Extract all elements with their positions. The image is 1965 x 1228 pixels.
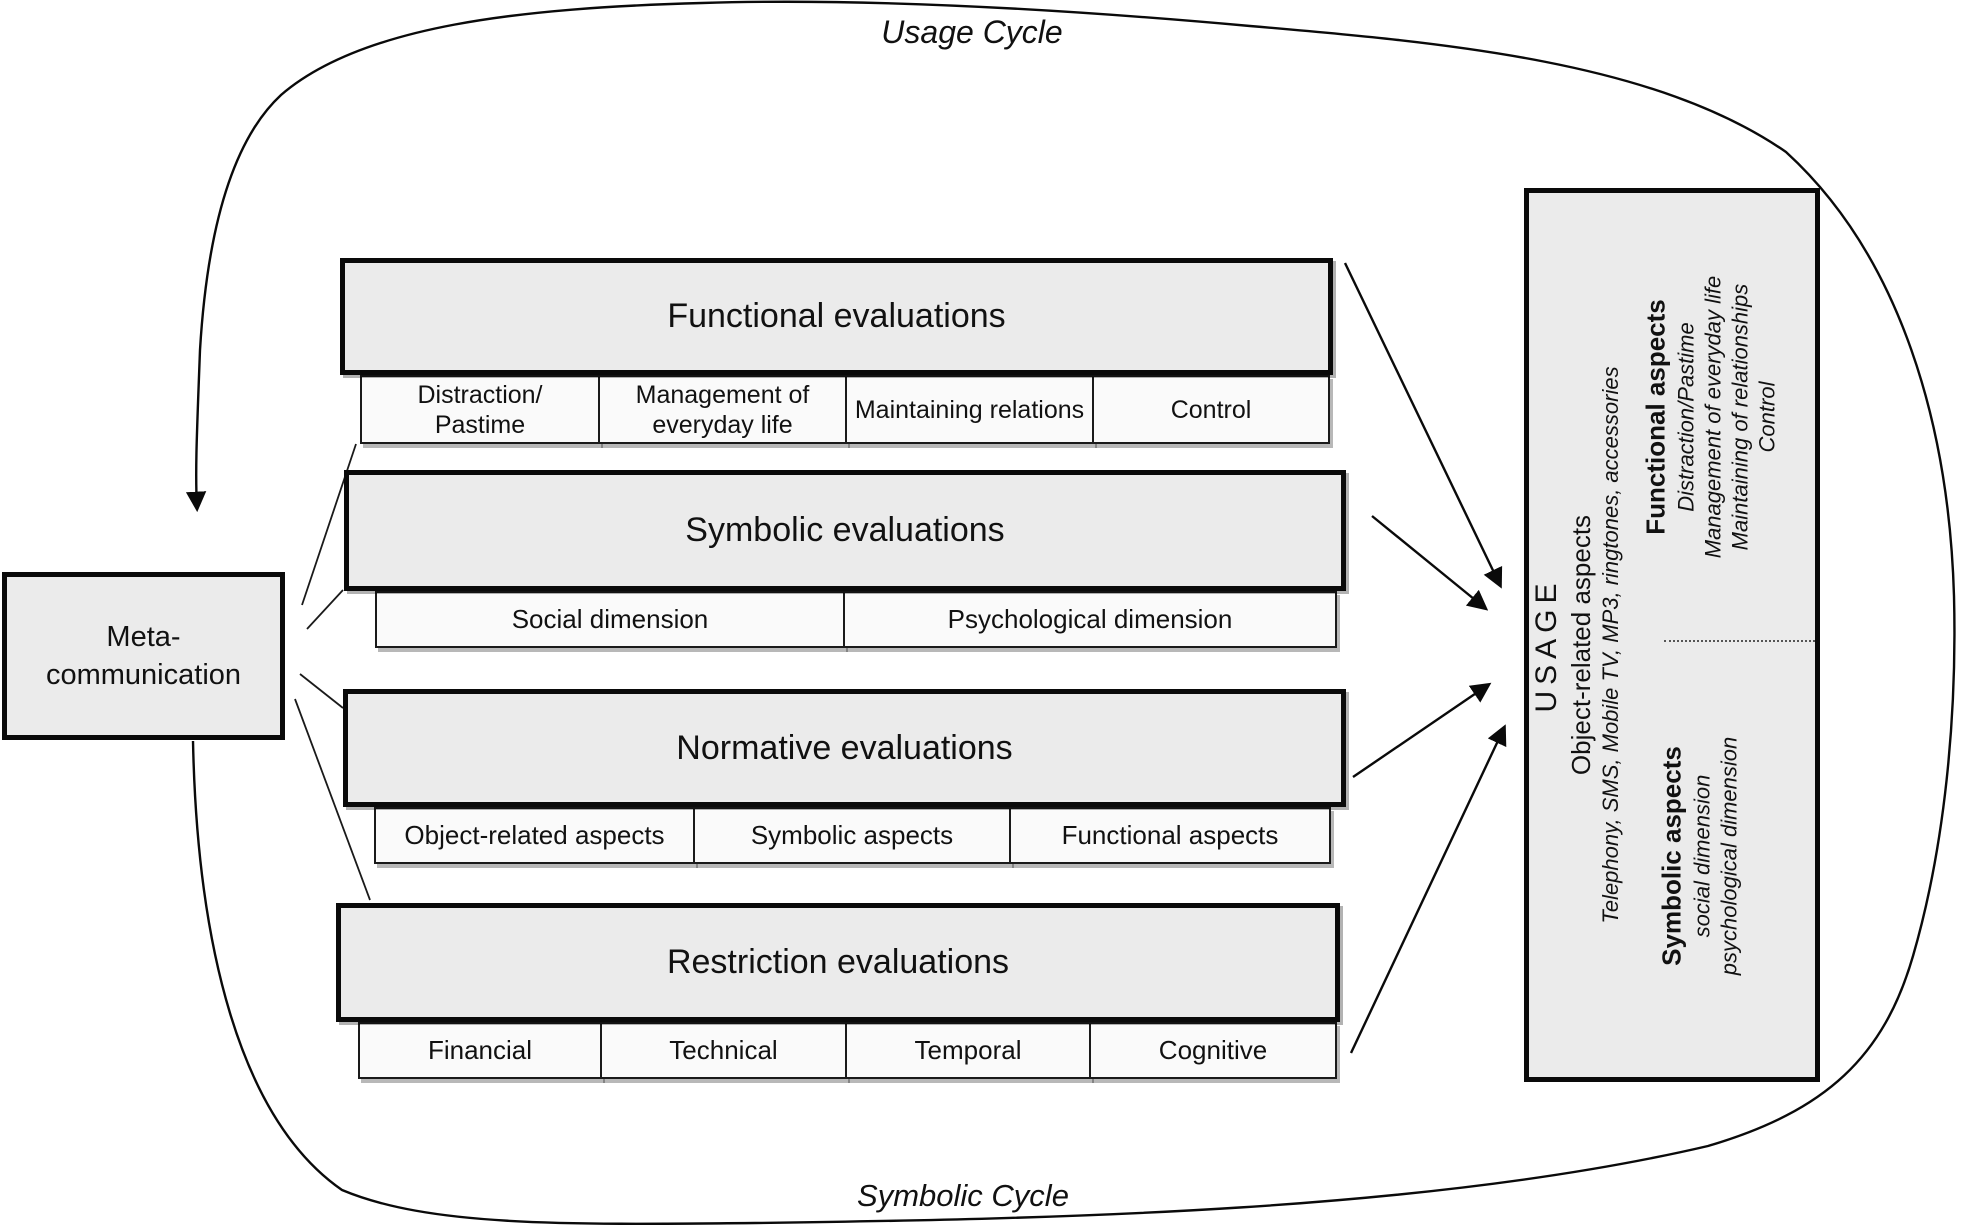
arrow-normative-to-usage bbox=[1352, 682, 1492, 778]
restriction-item-technical: Technical bbox=[600, 1022, 847, 1079]
usage-functional-item-distraction: Distraction/Pastime bbox=[1673, 322, 1699, 512]
usage-title: USAGE bbox=[1530, 577, 1563, 713]
meta-connector-normative bbox=[299, 673, 344, 709]
functional-item-maintaining-relations: Maintaining relations bbox=[845, 375, 1094, 444]
arrow-restriction-to-usage bbox=[1349, 724, 1507, 1054]
restriction-evaluations-title: Restriction evaluations bbox=[666, 943, 1010, 981]
symbolic-cycle-label: Symbolic Cycle bbox=[857, 1178, 1069, 1213]
usage-functional-aspects-heading: Functional aspects bbox=[1640, 299, 1671, 535]
usage-object-detail: Telephony, SMS, Mobile TV, MP3, ringtone… bbox=[1598, 366, 1623, 924]
usage-functional-aspects-group: Functional aspects Distraction/Pastime M… bbox=[1640, 276, 1781, 559]
normative-item-object-related-aspects: Object-related aspects bbox=[374, 807, 695, 864]
symbolic-item-psychological-dimension: Psychological dimension bbox=[843, 591, 1337, 648]
usage-functional-item-control: Control bbox=[1754, 381, 1780, 453]
restriction-evaluations-box: Restriction evaluations bbox=[336, 903, 1340, 1022]
restriction-item-financial: Financial bbox=[358, 1022, 602, 1079]
normative-item-symbolic-aspects: Symbolic aspects bbox=[693, 807, 1011, 864]
symbolic-evaluations-title: Symbolic evaluations bbox=[685, 511, 1005, 549]
restriction-item-temporal: Temporal bbox=[845, 1022, 1091, 1079]
usage-cycle-label: Usage Cycle bbox=[881, 14, 1063, 50]
functional-item-control: Control bbox=[1092, 375, 1330, 444]
usage-box-inner: USAGE Object-related aspects Telephony, … bbox=[1529, 193, 1815, 1077]
usage-symbolic-aspects-heading: Symbolic aspects bbox=[1656, 746, 1687, 966]
meta-connector-restriction bbox=[294, 698, 371, 901]
functional-evaluations-title: Functional evaluations bbox=[667, 297, 1006, 335]
symbolic-item-social-dimension: Social dimension bbox=[375, 591, 845, 648]
usage-box: USAGE Object-related aspects Telephony, … bbox=[1524, 188, 1820, 1082]
functional-item-management-everyday-life: Management of everyday life bbox=[598, 375, 847, 444]
arrow-symbolic-to-usage bbox=[1371, 515, 1489, 611]
functional-evaluations-box: Functional evaluations bbox=[340, 258, 1333, 375]
meta-communication-box: Meta- communication bbox=[2, 572, 285, 740]
arrow-functional-to-usage bbox=[1343, 262, 1503, 589]
usage-functional-item-management: Management of everyday life bbox=[1700, 275, 1726, 559]
symbolic-evaluations-box: Symbolic evaluations bbox=[344, 470, 1346, 591]
usage-symbolic-aspects-group: Symbolic aspects social dimension psycho… bbox=[1656, 737, 1743, 975]
usage-symbolic-item-psychological: psychological dimension bbox=[1716, 736, 1742, 976]
normative-evaluations-title: Normative evaluations bbox=[676, 728, 1013, 767]
cycle-curve bbox=[185, 0, 1956, 1225]
functional-item-distraction-pastime: Distraction/ Pastime bbox=[360, 375, 600, 444]
usage-left-column: USAGE Object-related aspects Telephony, … bbox=[1528, 366, 1624, 923]
normative-item-functional-aspects: Functional aspects bbox=[1009, 807, 1331, 864]
usage-dotted-divider bbox=[1664, 640, 1815, 642]
usage-object-related-aspects: Object-related aspects bbox=[1566, 514, 1596, 776]
normative-evaluations-box: Normative evaluations bbox=[343, 689, 1346, 807]
restriction-item-cognitive: Cognitive bbox=[1089, 1022, 1337, 1079]
meta-connector-symbolic bbox=[306, 589, 344, 630]
meta-communication-label: Meta- communication bbox=[45, 620, 242, 691]
usage-symbolic-item-social: social dimension bbox=[1689, 774, 1715, 938]
usage-functional-item-maintaining: Maintaining of relationships bbox=[1727, 283, 1753, 551]
